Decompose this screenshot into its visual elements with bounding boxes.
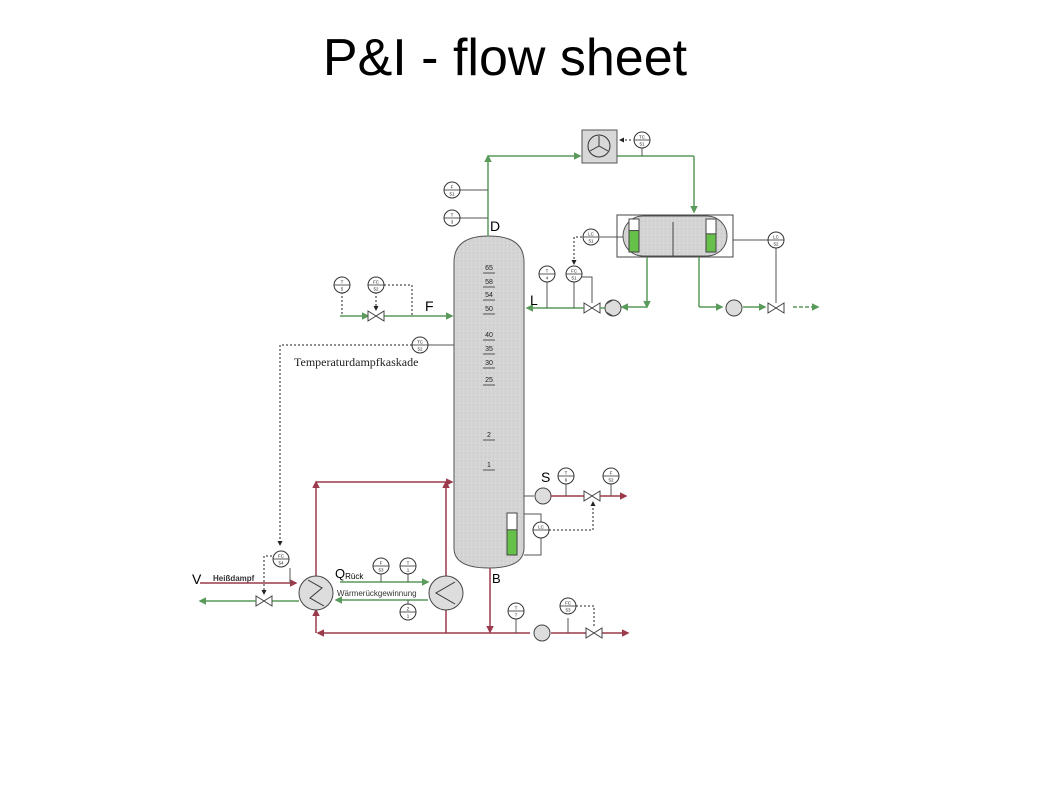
instrument-function: LC	[588, 232, 595, 237]
instrument-number: 52	[608, 478, 614, 483]
instrument-f-53[interactable]: F 53	[372, 557, 390, 575]
instrument-function: T	[565, 471, 568, 476]
instrument-number: 6	[565, 478, 568, 483]
instrument-number: 51	[571, 276, 577, 281]
distillation-column	[453, 235, 525, 569]
instrument-number: 53	[565, 608, 571, 613]
instrument-number: 1	[407, 614, 410, 619]
air-cooler-condenser	[581, 129, 618, 164]
slide-title: P&I - flow sheet	[322, 29, 688, 87]
tray-number: 50	[485, 306, 493, 313]
instrument-function: FC	[373, 280, 380, 285]
instrument-t-5[interactable]: T5	[333, 276, 351, 294]
cascade-label: Temperaturdampfkaskade	[294, 355, 418, 369]
stream-label-distillate: D	[490, 218, 500, 234]
instrument-t-4[interactable]: T4	[538, 265, 556, 283]
instrument-z-1[interactable]: Z1	[399, 603, 417, 621]
instrument-t-7[interactable]: T7	[507, 602, 525, 620]
instrument-function: FC	[278, 554, 285, 559]
tray-number: 58	[485, 279, 493, 286]
instrument-fc-53[interactable]: FC 53	[559, 597, 577, 615]
stream-label-reflux: L	[530, 292, 538, 308]
feed-control-valve	[367, 310, 385, 322]
tray-number: 65	[485, 265, 493, 272]
reflux-pump	[604, 299, 622, 317]
steam-control-valve	[255, 595, 273, 607]
heat-recovery-label: Wärmerückgewinnung	[337, 589, 417, 598]
bottoms-pump	[533, 624, 551, 642]
stream-label-steam: V	[192, 571, 202, 587]
instrument-number: 52	[773, 242, 779, 247]
instrument-number: 4	[546, 276, 549, 281]
instrument-function: T	[341, 280, 344, 285]
steam-label: Heißdampf	[213, 574, 255, 583]
reboiler-heat-lines	[200, 478, 630, 637]
instrument-t-6[interactable]: T6	[557, 467, 575, 485]
instrument-t-3[interactable]: T3	[443, 209, 461, 227]
stream-label-side-draw: S	[541, 469, 550, 485]
column-level-gauge	[506, 512, 518, 556]
bottoms-control-valve	[585, 627, 603, 639]
instrument-number: 51	[449, 192, 455, 197]
instrument-function: T	[546, 269, 549, 274]
instrument-fc-52[interactable]: FC 52	[367, 276, 385, 294]
instrument-number: 5	[341, 287, 344, 292]
reflux-drum	[616, 214, 734, 258]
instrument-function: TC	[639, 135, 646, 140]
instrument-t-1[interactable]: T1	[399, 557, 417, 575]
instrument-function: FC	[565, 601, 572, 606]
instrument-number: 51	[639, 142, 645, 147]
tray-number: 2	[487, 432, 491, 439]
instrument-fc-54[interactable]: FC 54	[272, 550, 290, 568]
instrument-function: T	[451, 213, 454, 218]
instrument-function: T	[407, 561, 410, 566]
instrument-number: 1	[407, 568, 410, 573]
instrument-lc-52[interactable]: LC 52	[767, 231, 785, 249]
instrument-number: 7	[515, 613, 518, 618]
instrument-function: F	[380, 561, 383, 566]
instrument-tc-51[interactable]: TC 51	[633, 131, 651, 149]
tray-number: 25	[485, 377, 493, 384]
instrument-function: LC	[773, 235, 780, 240]
steam-reboiler-heat-exchanger	[298, 575, 334, 611]
overhead-vapor-line	[484, 152, 698, 236]
heat-recovery-exchanger	[428, 575, 464, 611]
instrument-number: 52	[373, 287, 379, 292]
tray-number: 35	[485, 346, 493, 353]
instrument-f-51[interactable]: F 51	[443, 181, 461, 199]
stream-label-bottoms: B	[492, 571, 501, 586]
instrument-function: LC	[538, 525, 545, 530]
instrument-function: Z	[407, 607, 410, 612]
instrument-fc-51[interactable]: FC 51	[565, 265, 583, 283]
instrument-function: T	[515, 606, 518, 611]
heat-recovery-q-label: QRück	[335, 566, 364, 581]
instrument-number: 53	[378, 568, 384, 573]
instrument-function: TC	[417, 340, 424, 345]
tray-number: 54	[485, 292, 493, 299]
reflux-control-valve	[583, 302, 601, 314]
instrument-number: 54	[278, 561, 284, 566]
instrument-number: 52	[417, 347, 423, 352]
instrument-lc-51[interactable]: LC 51	[582, 228, 600, 246]
side-draw-control-valve	[583, 490, 601, 502]
tray-number: 40	[485, 332, 493, 339]
instrument-f-52[interactable]: F 52	[602, 467, 620, 485]
instrument-number: 3	[451, 220, 454, 225]
side-draw-pump	[534, 487, 552, 505]
tray-labels: 65 58 54 50 40 35 30 25 2 1	[483, 265, 495, 471]
distillate-pump	[725, 299, 743, 317]
tray-number: 30	[485, 360, 493, 367]
instrument-function: F	[610, 471, 613, 476]
distillate-control-valve	[767, 302, 785, 314]
instrument-number: 51	[588, 239, 594, 244]
tray-number: 1	[487, 462, 491, 469]
instrument-lc-53[interactable]: LC	[532, 521, 550, 539]
instrument-function: FC	[571, 269, 578, 274]
instrument-function: F	[451, 185, 454, 190]
instrument-tc-52[interactable]: TC 52	[411, 336, 429, 354]
stream-label-feed: F	[425, 298, 434, 314]
